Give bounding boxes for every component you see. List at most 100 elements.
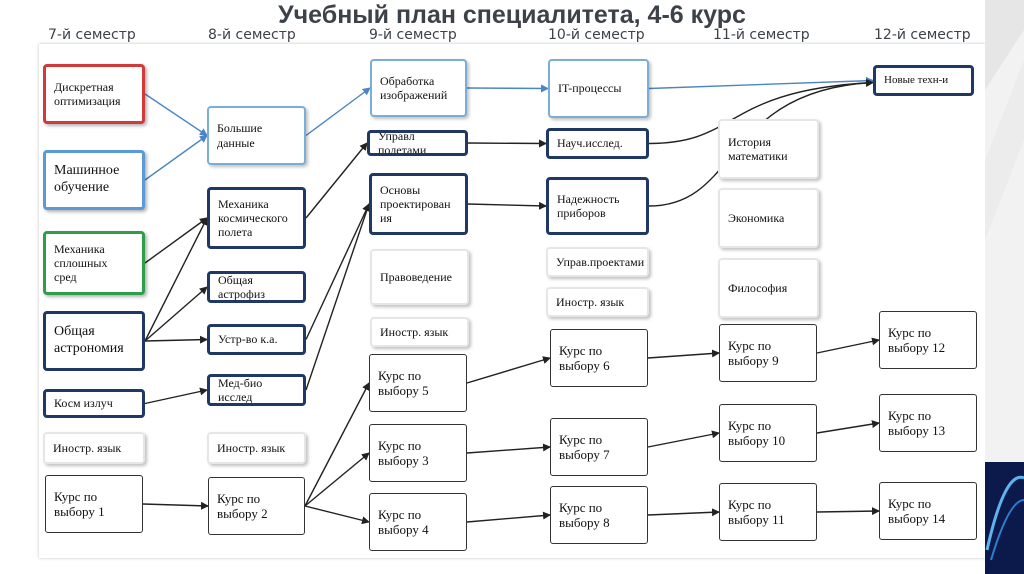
course-label-line: выбору 5: [378, 383, 429, 398]
course-label-line: Общая астрофиз: [218, 272, 265, 301]
course-label-line: Иностр. язык: [53, 440, 122, 455]
course-label-line: выбору 14: [888, 511, 946, 526]
course-label-line: Науч.исслед.: [557, 136, 623, 151]
course-label-line: Устр-во к.а.: [218, 332, 278, 347]
course-label-line: выбору 7: [559, 447, 610, 462]
course-box-flight-control: Управл полетами: [367, 130, 468, 156]
course-box-medbio-research: Мед-био исслед: [207, 374, 306, 406]
course-label-line: Курс по: [378, 437, 422, 453]
course-label-line: приборов: [557, 206, 606, 220]
course-label-line: выбору 6: [559, 358, 610, 373]
course-label-line: выбору 13: [888, 423, 946, 438]
course-label-line: Философия: [728, 280, 788, 295]
course-label-line: математики: [728, 149, 788, 163]
course-label-line: Новые техн-и: [884, 74, 949, 87]
course-label-line: ия: [380, 211, 392, 226]
course-label-line: Машинное: [54, 163, 120, 179]
semester-12-label: 12-й семестр: [874, 27, 971, 43]
course-box-foreign-language-9: Иностр. язык: [370, 317, 469, 347]
course-label-line: Обработка: [380, 73, 435, 88]
course-label-line: Курс по: [217, 490, 261, 506]
course-label-line: выбору 9: [728, 353, 779, 368]
course-label-line: Правоведение: [380, 269, 452, 284]
course-label-line: Курс по: [888, 495, 932, 511]
page-title: Учебный план специалитета, 4-6 курс: [278, 1, 746, 29]
course-label-line: выбору 3: [378, 453, 429, 468]
course-label-line: Управл полетами: [378, 130, 427, 156]
course-label-line: Большие: [217, 121, 263, 136]
course-label-line: Механика: [54, 241, 105, 256]
course-label-line: выбору 4: [378, 522, 429, 537]
course-label-line: Курс по: [54, 488, 98, 504]
course-box-foreign-language-10: Иностр. язык: [546, 287, 649, 317]
course-label-line: Надежность: [557, 191, 620, 206]
course-label-line: сплошных: [54, 255, 108, 270]
course-label-line: Механика: [218, 196, 269, 211]
course-box-scientific-research: Науч.исслед.: [546, 128, 649, 159]
course-box-foreign-language-7: Иностр. язык: [43, 432, 145, 464]
course-label-line: Курс по: [559, 499, 603, 515]
course-label-line: Косм излуч: [54, 396, 113, 411]
course-label-line: Экономика: [728, 210, 785, 225]
course-label-line: Иностр. язык: [217, 440, 286, 455]
course-label-line: полета: [218, 225, 253, 240]
course-label-line: данные: [217, 135, 255, 150]
course-label-line: Курс по: [559, 342, 603, 358]
course-label-line: Основы: [380, 182, 421, 197]
course-label-line: выбору 1: [54, 504, 105, 519]
course-label-line: Мед-био исслед: [218, 375, 263, 404]
course-label-line: выбору 2: [217, 506, 268, 521]
course-label-line: сред: [54, 270, 77, 285]
course-label-line: обучение: [54, 180, 110, 195]
course-label-line: Курс по: [378, 367, 422, 383]
course-label-line: выбору 12: [888, 340, 946, 355]
semester-11-label: 11-й семестр: [713, 27, 810, 43]
course-label-line: Курс по: [728, 417, 772, 433]
course-box-foreign-language-8: Иностр. язык: [207, 432, 306, 464]
course-label-line: Иностр. язык: [380, 324, 449, 339]
course-box-cosmic-radiation: Косм излуч: [43, 389, 145, 418]
semester-10-label: 10-й семестр: [548, 27, 645, 43]
course-label-line: Курс по: [888, 407, 932, 423]
course-box-new-technologies: Новые техн-и: [873, 65, 974, 96]
semester-9-label: 9-й семестр: [369, 27, 457, 43]
course-box-economics: Экономика: [718, 188, 819, 248]
decorative-side-strip: [985, 0, 1024, 574]
course-box-it-processes: IT-процессы: [548, 59, 649, 118]
course-label-line: выбору 8: [559, 515, 610, 530]
course-label-line: Курс по: [378, 506, 422, 522]
course-label-line: Курс по: [559, 431, 603, 447]
course-label-line: Курс по: [728, 337, 772, 353]
course-label-line: оптимизация: [54, 94, 121, 108]
course-label-line: Дискретная: [54, 79, 114, 94]
course-label-line: астрономия: [54, 341, 124, 356]
course-box-project-management: Управ.проектами: [546, 247, 649, 277]
course-box-jurisprudence: Правоведение: [370, 249, 469, 305]
course-label-line: Иностр. язык: [556, 294, 625, 309]
diagram-panel: [39, 44, 985, 558]
course-label-line: космического: [218, 210, 288, 225]
course-label-line: изображений: [380, 88, 448, 102]
